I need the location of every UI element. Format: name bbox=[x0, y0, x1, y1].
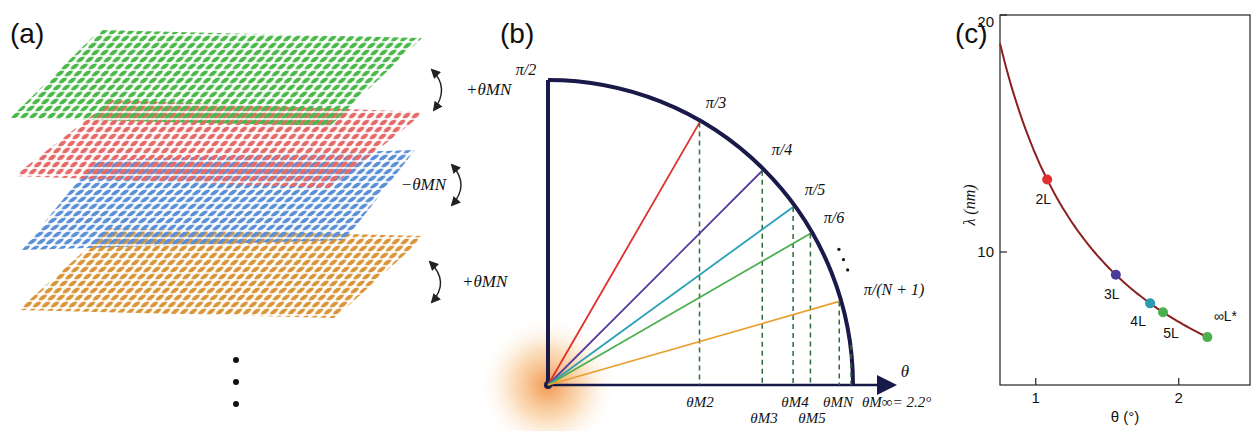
vertical-axis bbox=[546, 80, 550, 385]
twist-angle: −θMN bbox=[401, 176, 446, 195]
tick-angle: θM4 bbox=[781, 394, 808, 411]
tick bbox=[1000, 251, 1007, 252]
angle-label: π/3 bbox=[706, 94, 726, 112]
angle-ray bbox=[548, 123, 700, 385]
angle-ray bbox=[548, 234, 810, 386]
wavelength-plot bbox=[1000, 15, 1250, 385]
theta-axis bbox=[548, 384, 893, 387]
data-point bbox=[1202, 332, 1212, 342]
angle-label: π/6 bbox=[824, 209, 844, 227]
point-label: 4L bbox=[1130, 315, 1146, 330]
angle-ray bbox=[548, 207, 793, 385]
panel-label: (a) bbox=[10, 19, 44, 50]
tick-angle: θM3 bbox=[750, 410, 777, 427]
axis-label: θ (°) bbox=[1111, 409, 1140, 426]
point-label: 5L bbox=[1163, 326, 1179, 341]
angle-ray bbox=[548, 171, 762, 385]
ellipsis-dot bbox=[837, 248, 840, 251]
angle-ray bbox=[548, 301, 839, 385]
plot-frame bbox=[1000, 15, 1250, 385]
ellipsis-dot bbox=[846, 268, 849, 271]
wavelength-curve bbox=[1000, 43, 1212, 339]
tick bbox=[1035, 378, 1036, 385]
continuation-dots bbox=[233, 357, 239, 407]
projection-line bbox=[850, 345, 852, 385]
projection-line bbox=[839, 301, 841, 385]
twist-angle: +θMN bbox=[462, 273, 507, 292]
axis-label: λ (nm) bbox=[961, 184, 979, 225]
projection-line bbox=[792, 207, 794, 385]
point-label: ∞L* bbox=[1214, 309, 1237, 324]
panel-label: (b) bbox=[500, 19, 534, 50]
ellipsis-dot bbox=[842, 258, 845, 261]
angle-label: π/2 bbox=[516, 61, 536, 79]
angle-label: π/4 bbox=[772, 141, 792, 159]
quarter-arc bbox=[548, 80, 853, 385]
projection-line bbox=[762, 171, 764, 385]
tick-angle: θM5 bbox=[798, 410, 825, 427]
data-point bbox=[1111, 270, 1121, 280]
tick bbox=[1000, 14, 1007, 15]
tick-label: 20 bbox=[977, 14, 994, 31]
tick-angle: θM2 bbox=[686, 394, 713, 411]
data-point bbox=[1158, 307, 1168, 317]
tick-label: 2 bbox=[1175, 390, 1183, 407]
data-point bbox=[1145, 298, 1155, 308]
lattice-layers bbox=[10, 30, 425, 318]
tick-angle: θM∞= 2.2° bbox=[862, 394, 931, 411]
data-point bbox=[1042, 175, 1052, 185]
tick-angle: θMN bbox=[823, 394, 853, 411]
axis-label: θ bbox=[901, 363, 909, 382]
tick bbox=[1178, 378, 1179, 385]
angle-label: π/(N + 1) bbox=[864, 281, 925, 299]
point-label: 2L bbox=[1035, 192, 1051, 207]
twist-angle: +θMN bbox=[466, 81, 511, 100]
point-label: 3L bbox=[1104, 287, 1120, 302]
tick-label: 1 bbox=[1032, 390, 1040, 407]
projection-line bbox=[699, 123, 701, 385]
tick-label: 10 bbox=[977, 244, 994, 261]
angle-quadrant bbox=[544, 80, 893, 389]
angle-label: π/5 bbox=[805, 181, 825, 199]
